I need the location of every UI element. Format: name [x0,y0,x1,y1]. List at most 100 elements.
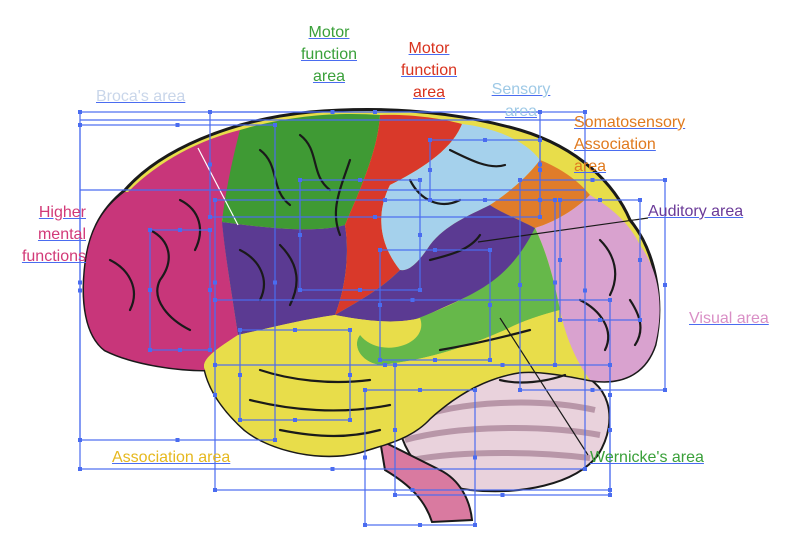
anchor-point [238,373,242,377]
anchor-point [208,162,212,167]
anchor-point [583,467,587,471]
somatosensory-association-area-label: Somatosensory Association area [574,112,685,178]
anchor-point [178,228,182,232]
anchor-point [538,198,542,202]
anchor-point [418,388,422,392]
anchor-point [378,248,382,252]
anchor-point [273,438,277,442]
anchor-point [428,168,432,172]
anchor-point [78,110,82,114]
visual-area-label: Visual area [689,308,769,330]
sensory-line-2: area [504,103,538,120]
anchor-point [358,288,362,292]
anchor-point [213,198,217,202]
higher-line-3: functions [21,248,86,265]
anchor-point [363,388,367,392]
anchor-point [213,393,217,397]
anchor-point [488,303,492,307]
anchor-point [418,288,422,292]
anchor-point [363,455,367,460]
anchor-point [393,428,397,432]
higher-mental-functions-label: Higher mental functions [4,202,86,268]
anchor-point [348,373,352,377]
anchor-point [428,198,432,202]
anchor-point [558,198,562,202]
wernicke-pointer [499,317,589,456]
auditory-pointer [477,217,649,243]
anchor-point [373,215,377,219]
anchor-point [273,123,277,127]
somatosensory-line-1: Somatosensory [574,114,686,131]
anchor-point [148,288,152,292]
anchor-point [175,438,180,442]
somatosensory-line-2: Association [574,136,656,153]
sensory-line-1: Sensory [491,81,551,98]
anchor-point [213,280,217,285]
anchor-point [148,348,152,352]
pointer-lines [197,147,649,456]
anchor-point [553,363,557,367]
anchor-point [373,110,377,114]
anchor-point [608,493,612,497]
anchor-point [78,438,82,442]
motor-green-line-2: function [300,46,358,63]
anchor-point [298,233,302,237]
anchor-point [488,358,492,362]
anchor-point [78,288,82,293]
broca-pointer [197,147,239,226]
anchor-point [213,363,217,367]
higher-line-2: mental [37,226,86,243]
anchor-point [433,358,437,362]
broca-area-label: Broca's area [96,86,185,108]
anchor-point [238,328,242,332]
anchor-point [378,358,382,362]
anchor-point [213,298,217,302]
anchor-point [538,110,542,114]
anchor-point [598,318,602,322]
anchor-point [330,110,335,114]
anchor-point [410,298,415,302]
anchor-point [208,215,212,219]
anchor-point [178,348,182,352]
broca-area-text: Broca's area [96,88,186,105]
motor-function-area-red-label: Motor function area [389,38,469,104]
anchor-point [208,348,212,352]
anchor-point [418,523,422,527]
motor-red-line-2: function [400,62,458,79]
anchor-point [213,488,217,492]
anchor-point [500,363,505,367]
anchor-point [428,138,432,142]
auditory-region [335,205,537,322]
anchor-point [488,248,492,252]
anchor-point [273,280,277,285]
parietal-occipital [535,195,660,382]
anchor-point [418,178,422,182]
anchor-point [558,258,562,262]
anchor-point [208,288,212,292]
anchor-point [393,363,397,367]
anchor-point [78,123,82,127]
anchor-point [378,303,382,307]
anchor-point [473,388,477,392]
anchor-point [538,215,542,219]
temporal-lobe [204,310,590,456]
anchor-point [78,467,82,471]
somatosensory-line-3: area [574,158,607,175]
anchor-point [238,418,242,422]
anchor-point [293,418,297,422]
anchor-point [78,280,82,285]
anchor-point [538,168,542,172]
anchor-point [638,318,642,322]
anchor-point [410,488,415,492]
anchor-point [608,298,612,302]
anchor-point [483,198,487,202]
anchor-point [590,178,595,182]
motor-green-line-3: area [312,68,346,85]
anchor-point [518,283,522,287]
anchor-point [208,228,212,232]
motor-cortex-red [335,114,462,315]
anchor-point [348,328,352,332]
anchor-point [608,393,612,397]
